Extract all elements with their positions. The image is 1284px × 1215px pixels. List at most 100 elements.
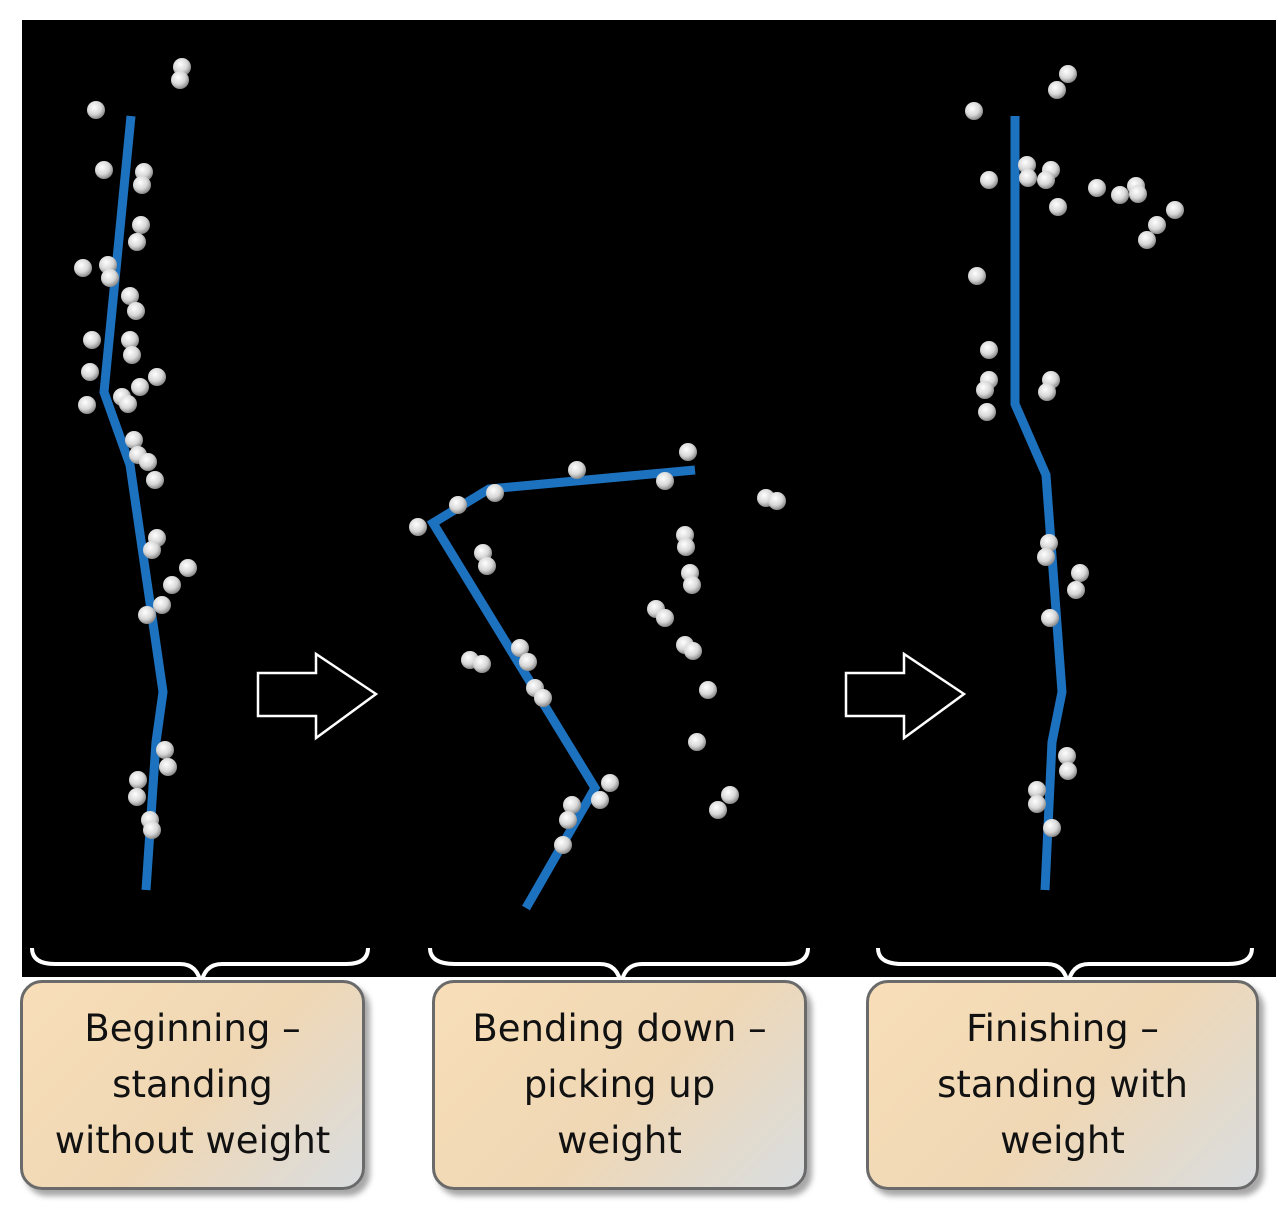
marker-dot [139,453,157,471]
marker-dot [138,606,156,624]
marker-dot [980,171,998,189]
marker-dot [127,302,145,320]
marker-dot [171,71,189,89]
marker-dot [1148,216,1166,234]
marker-dot [1019,169,1037,187]
marker-dot [133,176,151,194]
marker-dot [1049,198,1067,216]
stage-label-text: Beginning – standing without weight [54,1007,331,1162]
marker-dot [1041,609,1059,627]
marker-dot [128,788,146,806]
arrow-right-icon [844,651,967,741]
marker-dot [568,461,586,479]
marker-dot [125,431,143,449]
skeleton-line-finishing [1010,116,1067,891]
marker-dot [563,796,581,814]
marker-dot [591,791,609,809]
marker-dot [601,774,619,792]
skeleton-line-beginning [99,115,168,891]
marker-dot [95,161,113,179]
marker-dot [1059,762,1077,780]
marker-dot [143,541,161,559]
marker-dot [1129,185,1147,203]
marker-dot [554,836,572,854]
marker-dot [119,395,137,413]
marker-dot [978,403,996,421]
marker-dot [1037,171,1055,189]
marker-dot [143,821,161,839]
marker-dot [511,639,529,657]
marker-dot [148,368,166,386]
stage-label-bending: Bending down – picking up weight [432,980,807,1190]
marker-dot [156,741,174,759]
marker-dot [121,287,139,305]
marker-dot [473,655,491,673]
marker-dot [559,811,577,829]
marker-dot [101,269,119,287]
marker-dot [83,331,101,349]
marker-dot [1067,581,1085,599]
marker-dot [121,331,139,349]
stage-label-text: Finishing – standing with weight [937,1007,1188,1162]
marker-dot [1028,781,1046,799]
marker-dot [1071,564,1089,582]
stage-label-beginning: Beginning – standing without weight [20,980,365,1190]
marker-dot [677,538,695,556]
marker-dot [132,216,150,234]
marker-dot [1028,795,1046,813]
marker-dot [1138,231,1156,249]
marker-dot [1088,179,1106,197]
marker-dot [163,576,181,594]
marker-dot [486,484,504,502]
stage-label-finishing: Finishing – standing with weight [866,980,1259,1190]
marker-dot [78,396,96,414]
marker-dot [519,653,537,671]
marker-dot [129,771,147,789]
marker-dot [179,559,197,577]
capture-background [22,20,1276,977]
marker-dot [980,341,998,359]
marker-dot [1048,81,1066,99]
marker-group-finishing [965,65,1184,837]
marker-dot [153,596,171,614]
marker-dot [688,733,706,751]
marker-dot [409,518,427,536]
marker-dot [1059,65,1077,83]
stage-label-text: Bending down – picking up weight [472,1007,767,1162]
marker-dot [679,443,697,461]
marker-dot [1166,201,1184,219]
marker-dot [87,101,105,119]
marker-dot [1018,156,1036,174]
marker-dot [74,259,92,277]
marker-dot [449,496,467,514]
marker-group-beginning [74,58,197,839]
arrow-right-icon [256,651,379,741]
marker-dot [146,471,164,489]
marker-dot [684,642,702,660]
marker-dot [656,609,674,627]
marker-dot [656,472,674,490]
marker-dot [968,267,986,285]
marker-dot [965,102,983,120]
marker-dot [699,681,717,699]
marker-dot [1043,819,1061,837]
marker-dot [1040,534,1058,552]
marker-dot [683,576,701,594]
marker-dot [123,346,141,364]
marker-dot [478,557,496,575]
marker-dot [1111,186,1129,204]
marker-dot [1037,548,1055,566]
marker-dot [534,689,552,707]
marker-dot [128,233,146,251]
marker-dot [976,381,994,399]
marker-group-bending [409,443,786,854]
marker-dot [768,492,786,510]
marker-dot [709,801,727,819]
marker-dot [1038,383,1056,401]
marker-dot [1058,747,1076,765]
marker-dot [131,378,149,396]
marker-dot [159,758,177,776]
marker-dot [721,786,739,804]
marker-dot [81,363,99,381]
